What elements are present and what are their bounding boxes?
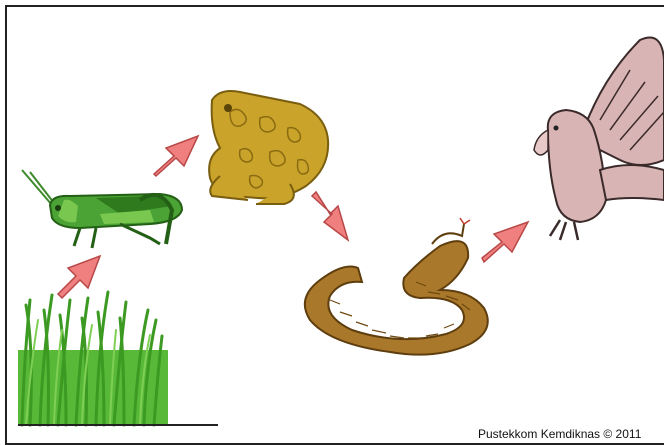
arrow-grass-to-grasshopper [58,256,100,298]
eagle-icon [534,38,664,241]
arrow-grasshopper-to-frog [154,136,198,176]
arrow-frog-to-snake [312,192,348,240]
frog-icon [209,91,328,204]
grass-icon [18,292,168,425]
snake-icon [305,218,488,355]
arrow-snake-to-eagle [482,222,528,262]
grasshopper-icon [22,170,182,248]
credit-text: Pustekkom Kemdiknas © 2011 [478,427,641,441]
